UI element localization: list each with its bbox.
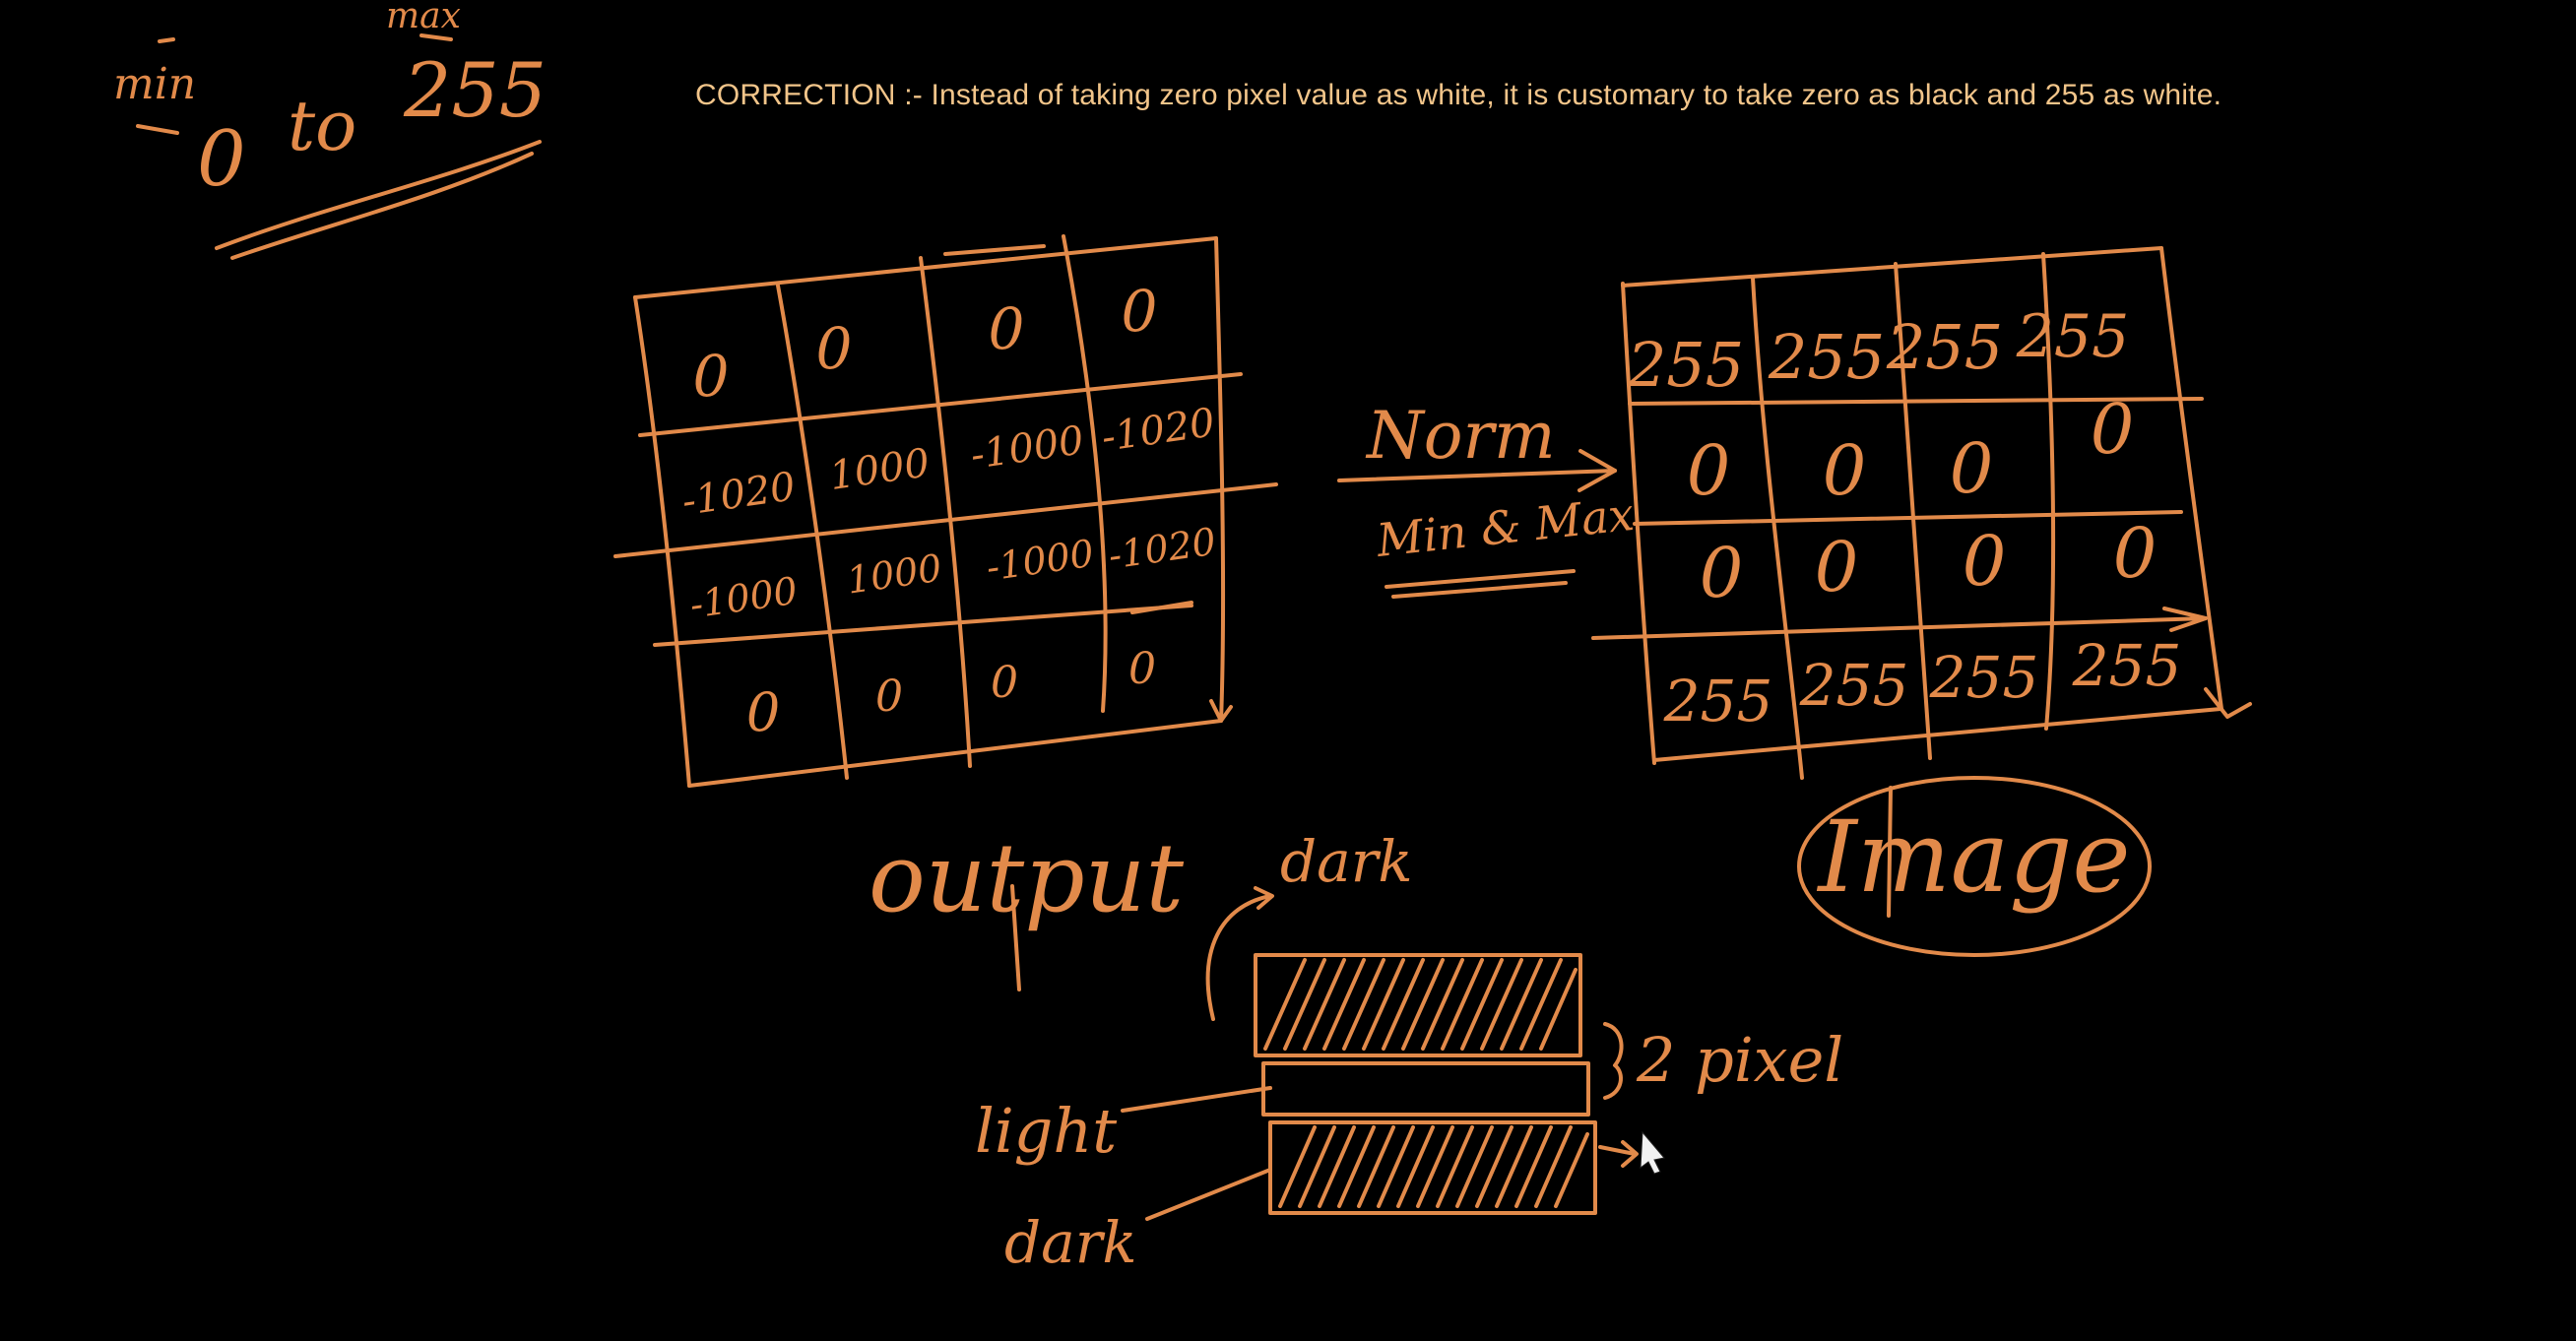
image-label: Image	[1816, 799, 2130, 915]
min-label: min	[113, 59, 196, 109]
grid-line	[653, 604, 1193, 647]
cell-r4c2: 0	[875, 671, 903, 722]
height-brace	[1603, 1022, 1624, 1100]
cell-r3c3: 0	[1963, 521, 2007, 602]
light-stripe	[1261, 1061, 1590, 1117]
to-word: to	[288, 86, 356, 166]
minmax-underline	[1385, 569, 1576, 589]
grid-line	[633, 236, 1218, 299]
cell-r2c1: 0	[1687, 430, 1731, 511]
grid-line	[1652, 707, 2222, 762]
cell-r3c2: 1000	[844, 546, 944, 603]
cell-r1c3: 255	[1886, 311, 2003, 383]
cell-r3c1: -1000	[687, 569, 801, 627]
height-note: 2 pixel	[1636, 1024, 1843, 1096]
grid-line	[638, 372, 1243, 437]
hatching-bottom	[1278, 1125, 1589, 1208]
stripe-diagram: dark light dark 2 pixel	[975, 828, 1843, 1276]
cell-r1c2: 0	[816, 315, 853, 382]
output-label: output	[869, 823, 1184, 933]
cell-r2c4: -1020	[1099, 400, 1218, 461]
cell-r4c2: 255	[1799, 652, 1909, 719]
grid-line	[1621, 282, 1656, 765]
min-value: 0	[197, 115, 246, 204]
dark-bottom-label: dark	[1004, 1209, 1137, 1276]
grid-line	[1591, 616, 2208, 640]
cell-r2c1: -1020	[679, 464, 799, 525]
grid-line	[2041, 252, 2056, 731]
grid-line	[2159, 246, 2223, 711]
cell-r3c4: 0	[2113, 513, 2157, 594]
grid-line	[1633, 510, 2183, 526]
dark-stripe-top	[1254, 953, 1582, 1057]
cell-r4c4: 0	[1128, 644, 1156, 694]
result-matrix-values: 255 255 255 255 0 0 0 0 0 0 0 0 255 255 …	[1627, 302, 2182, 734]
light-pointer	[1121, 1086, 1272, 1113]
cell-r3c4: -1020	[1106, 520, 1219, 578]
grid-line	[776, 284, 849, 780]
arrow-shaft	[1337, 469, 1617, 482]
image-i-stroke	[1887, 786, 1893, 918]
output-tail-stroke	[1010, 884, 1021, 991]
cell-r1c1: 255	[1627, 329, 1744, 401]
grid-line	[687, 719, 1223, 788]
cell-r4c1: 0	[746, 681, 780, 743]
cell-r2c4: 0	[2091, 389, 2135, 470]
norm-label: Norm	[1365, 398, 1556, 474]
cell-r1c3: 0	[989, 295, 1025, 362]
cell-r4c4: 255	[2072, 632, 2182, 699]
cell-r3c3: -1000	[984, 532, 1097, 590]
correction-note: CORRECTION :- Instead of taking zero pix…	[695, 79, 2222, 111]
cell-r3c2: 0	[1815, 527, 1859, 607]
dark-top-pointer	[1205, 894, 1272, 1021]
cell-r3c1: 0	[1700, 533, 1744, 613]
cell-r1c4: 255	[2016, 302, 2130, 371]
cell-r2c3: -1000	[968, 417, 1087, 479]
grid-line	[919, 256, 972, 768]
underline-stroke	[215, 140, 542, 250]
cell-r4c3: 0	[991, 658, 1018, 708]
max-label: max	[386, 0, 461, 36]
light-label: light	[975, 1095, 1117, 1167]
cell-r1c1: 0	[693, 343, 730, 410]
range-note: min 0 to max 255	[113, 0, 547, 260]
dark-stripe-bottom	[1268, 1120, 1597, 1215]
minmax-label: Min & Max	[1374, 487, 1637, 567]
grid-line	[1894, 262, 1932, 760]
input-matrix	[613, 234, 1278, 788]
arrow-head	[1578, 449, 1617, 492]
cell-r4c1: 255	[1663, 668, 1773, 734]
cell-r2c2: 1000	[827, 440, 933, 499]
cell-r1c4: 0	[1122, 278, 1158, 345]
dark-top-label: dark	[1280, 828, 1413, 895]
image-callout: Image	[1797, 776, 2152, 957]
cell-r2c3: 0	[1950, 428, 1994, 509]
grid-line	[1214, 236, 1226, 723]
right-arrow-stub	[1598, 1145, 1637, 1156]
dark-bottom-pointer	[1145, 1168, 1272, 1221]
grid-line	[1628, 397, 2204, 406]
grid-line	[1751, 276, 1804, 780]
cell-r4c3: 255	[1929, 644, 2039, 711]
norm-arrow: Norm Min & Max	[1337, 398, 1637, 599]
cell-r2c2: 0	[1823, 430, 1867, 511]
grid-line	[1062, 234, 1108, 713]
grid-line	[613, 482, 1278, 558]
result-matrix	[1591, 246, 2252, 780]
image-ellipse	[1797, 776, 2152, 957]
grid-line	[1621, 246, 2163, 287]
hatching-top	[1263, 958, 1578, 1051]
max-value: 255	[403, 46, 547, 134]
cursor-icon	[1640, 1130, 1665, 1175]
grid-line	[633, 295, 691, 788]
cell-r1c2: 255	[1768, 321, 1885, 393]
